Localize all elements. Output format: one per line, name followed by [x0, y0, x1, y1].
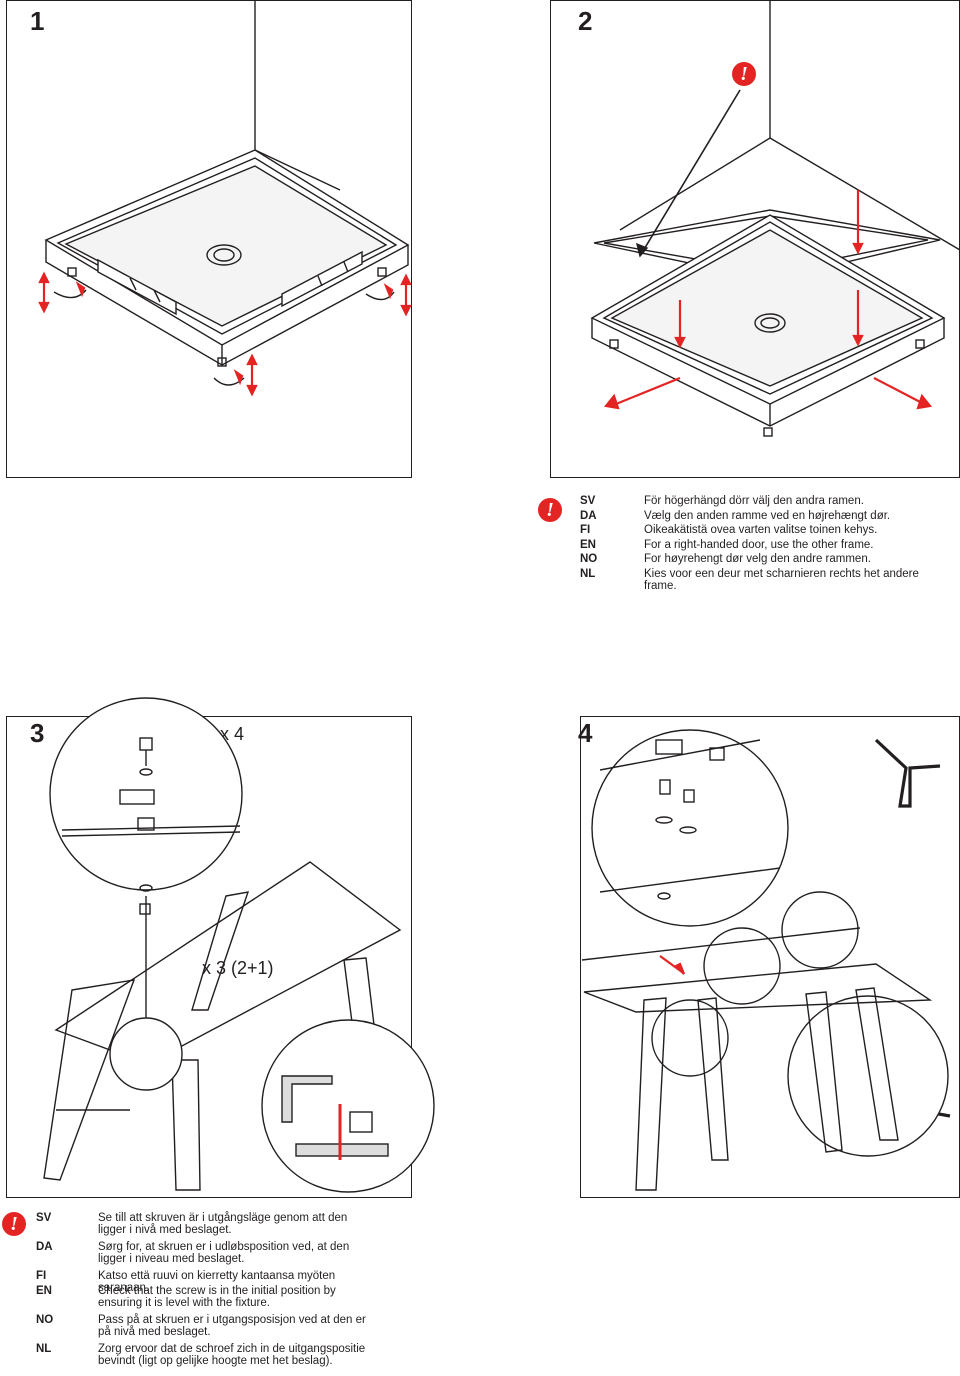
note-row: EN Check that the screw is in the initial… — [36, 1285, 376, 1314]
note-text: Vælg den anden ramme ved en højrehængt d… — [644, 509, 891, 522]
lang-code: SV — [580, 495, 596, 507]
note-row: NL Zorg ervoor dat de schroef zich in de … — [36, 1343, 376, 1372]
note-text: Se till att skruven är i utgångsläge gen… — [98, 1212, 348, 1236]
lang-code: DA — [580, 509, 597, 522]
quantity-label-top: x 4 — [220, 724, 245, 744]
lang-code: DA — [36, 1241, 53, 1253]
note-text: Sørg for, at skruen er i udløbsposition … — [98, 1241, 350, 1265]
lang-code: SV — [36, 1212, 52, 1224]
step-2-number: 2 — [578, 6, 593, 36]
note-row: FI Oikeakätistä ovea varten valitse toine… — [580, 524, 940, 539]
top-note: SV För högerhängd dörr välj den andra ram… — [580, 495, 940, 592]
note-text: Check that the screw is in the initial p… — [98, 1285, 336, 1309]
note-row: DA Sørg for, at skruen er i udløbspositio… — [36, 1241, 376, 1270]
step-3-number: 3 — [30, 718, 45, 748]
note-row: NL Kies voor een deur met scharnieren rec… — [580, 567, 940, 592]
step-4-number: 4 — [578, 718, 593, 748]
note-text: För högerhängd dörr välj den andra ramen… — [644, 495, 864, 507]
lang-code: NO — [36, 1314, 54, 1326]
note-text: Katso että ruuvi on kierretty kantaansa … — [98, 1270, 336, 1294]
bottom-note: SV Se till att skruven är i utgångsläge g… — [36, 1212, 376, 1372]
warning-icon-top-note: ! — [538, 498, 562, 522]
step-1-number: 1 — [30, 6, 45, 36]
note-text: Zorg ervoor dat de schroef zich in de ui… — [98, 1343, 366, 1367]
note-row: SV Se till att skruven är i utgångsläge g… — [36, 1212, 376, 1241]
note-row: DA Vælg den anden ramme ved en højrehængt… — [580, 510, 940, 525]
note-row: NO Pass på at skruen er i utgangsposisjon… — [36, 1314, 376, 1343]
note-row: NO For høyrehengt dør velg den andre ramm… — [580, 553, 940, 568]
note-text: Pass på at skruen er i utgangsposisjon v… — [98, 1314, 366, 1338]
note-text: For a right-handed door, use the other f… — [644, 538, 874, 551]
warning-icon-bottom-note: ! — [2, 1212, 26, 1236]
lang-code: EN — [580, 538, 596, 551]
lang-code: NL — [36, 1343, 52, 1355]
lang-code: EN — [36, 1285, 52, 1297]
warning-icon: ! — [732, 62, 756, 86]
lang-code: NL — [580, 567, 596, 580]
lang-code: FI — [580, 524, 591, 536]
note-row: SV För högerhängd dörr välj den andra ram… — [580, 495, 940, 510]
note-row: EN For a right-handed door, use the other… — [580, 539, 940, 554]
note-text: Kies voor een deur met scharnieren recht… — [644, 567, 919, 592]
note-row: FI Katso että ruuvi on kierretty kantaans… — [36, 1270, 376, 1294]
lang-code: NO — [580, 553, 598, 565]
lang-code: FI — [36, 1270, 47, 1282]
note-text: Oikeakätistä ovea varten valitse toinen … — [644, 524, 878, 536]
note-text: For høyrehengt dør velg den andre rammen… — [644, 553, 871, 565]
